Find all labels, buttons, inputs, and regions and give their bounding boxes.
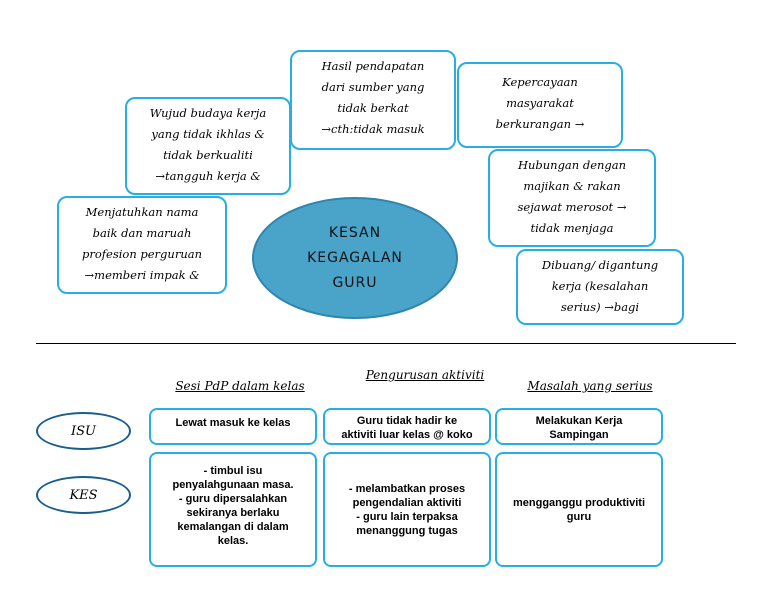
bubble-line: Menjatuhkan nama (85, 205, 199, 219)
center-line-2: KEGAGALAN (307, 249, 403, 266)
cell-line: menanggung tugas (356, 524, 458, 537)
cell-line: - timbul isu (203, 465, 263, 477)
bubble-line: →memberi impak & (84, 268, 200, 282)
bubble-line: kerja (kesalahan (551, 279, 649, 293)
bubble-line: tidak berkualiti (163, 148, 253, 162)
cell-line: Melakukan Kerja (535, 415, 623, 427)
bubble-line: dari sumber yang (321, 80, 425, 94)
kes-cell-pengurusan-aktiviti: - melambatkan proses pengendalian aktivi… (323, 452, 491, 567)
cell-line: guru (566, 510, 592, 523)
cell-line: mengganggu produktiviti (513, 496, 645, 509)
bubble-kepercayaan-masyarakat: Kepercayaan masyarakat berkurangan → (457, 62, 623, 148)
column-heading-sesi-pdp: Sesi PdP dalam kelas (175, 379, 305, 393)
cell-line: Guru tidak hadir ke (356, 415, 458, 427)
column-heading-pengurusan-aktiviti: Pengurusan aktiviti (325, 368, 525, 402)
row-label-kes: KES (36, 476, 131, 514)
bubble-hasil-pendapatan: Hasil pendapatan dari sumber yang tidak … (290, 50, 456, 150)
center-ellipse-kesan-kegagalan-guru: KESAN KEGAGALAN GURU (252, 197, 458, 319)
cell-line: aktiviti luar kelas @ koko (341, 429, 473, 441)
bubble-line: tidak berkat (337, 101, 409, 115)
bubble-line: Hubungan dengan (517, 158, 627, 172)
bubble-line: tidak menjaga (530, 221, 614, 235)
center-line-3: GURU (332, 274, 378, 291)
bubble-line: serius) →bagi (560, 300, 640, 314)
cell-line: Sampingan (549, 429, 609, 441)
bubble-menjatuhkan-nama: Menjatuhkan nama baik dan maruah profesi… (57, 196, 227, 294)
bubble-line: berkurangan → (495, 117, 585, 131)
bubble-line: Hasil pendapatan (321, 59, 425, 73)
column-heading-masalah-serius: Masalah yang serius (527, 379, 653, 393)
cell-line: kelas. (217, 535, 249, 547)
bubble-line: Dibuang/ digantung (541, 258, 659, 272)
bubble-wujud-budaya-kerja: Wujud budaya kerja yang tidak ikhlas & t… (125, 97, 291, 195)
cell-line: Lewat masuk ke kelas (175, 417, 291, 429)
bubble-line: yang tidak ikhlas & (151, 127, 265, 141)
center-line-1: KESAN (328, 224, 382, 241)
bubble-line: profesion perguruan (81, 247, 202, 261)
isu-cell-sesi-pdp: Lewat masuk ke kelas (149, 408, 317, 445)
bubble-line: sejawat merosot → (517, 200, 627, 214)
isu-cell-pengurusan-aktiviti: Guru tidak hadir ke aktiviti luar kelas … (323, 408, 491, 445)
bubble-line: Kepercayaan (502, 75, 578, 89)
cell-line: - guru dipersalahkan (178, 493, 288, 505)
bubble-dibuang-digantung: Dibuang/ digantung kerja (kesalahan seri… (516, 249, 684, 325)
row-label-isu: ISU (36, 412, 131, 450)
bubble-hubungan-majikan: Hubungan dengan majikan & rakan sejawat … (488, 149, 656, 247)
bubble-line: majikan & rakan (523, 179, 621, 193)
kes-cell-sesi-pdp: - timbul isu penyalahgunaan masa. - guru… (149, 452, 317, 567)
cell-line: - guru lain terpaksa (356, 510, 458, 523)
kes-cell-masalah-serius: mengganggu produktiviti guru (495, 452, 663, 567)
bubble-line: Wujud budaya kerja (149, 106, 267, 120)
bubble-line: →cth:tidak masuk (321, 122, 425, 136)
cell-line: - melambatkan proses (348, 482, 466, 495)
cell-line: sekiranya berlaku (186, 507, 280, 519)
column-heading-text: Pengurusan aktiviti (365, 368, 485, 382)
cell-line: penyalahgunaan masa. (172, 479, 294, 491)
bubble-line: baik dan maruah (92, 226, 192, 240)
isu-cell-masalah-serius: Melakukan Kerja Sampingan (495, 408, 663, 445)
bubble-line: masyarakat (506, 96, 574, 110)
section-divider (36, 343, 736, 344)
bubble-line: →tangguh kerja & (155, 169, 261, 183)
cell-line: kemalangan di dalam (177, 521, 289, 533)
cell-line: pengendalian aktiviti (352, 496, 462, 509)
